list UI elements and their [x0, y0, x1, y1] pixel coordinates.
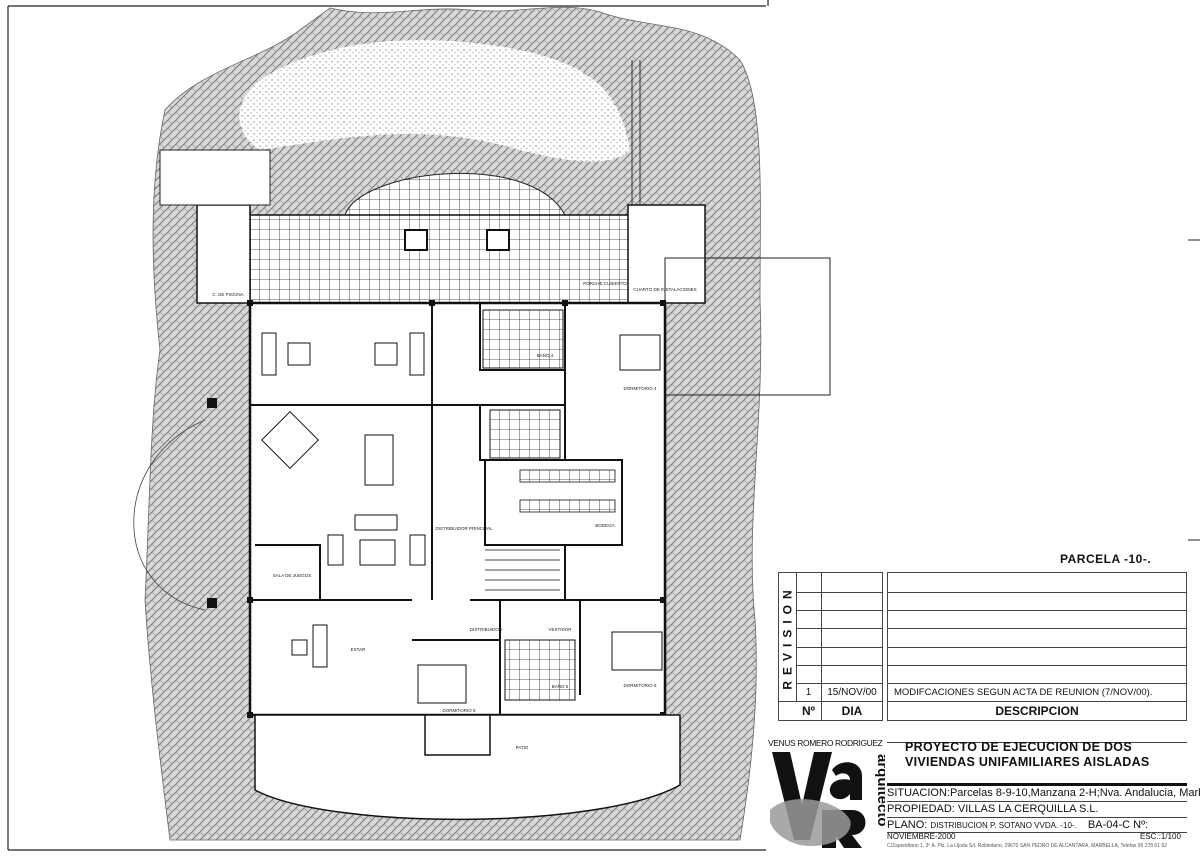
drawing-scale: ESC.:1/100: [1140, 832, 1181, 841]
project-title: PROYECTO DE EJECUCION DE DOS VIVIENDAS U…: [905, 740, 1150, 769]
svg-text:arquitecto: arquitecto: [874, 754, 885, 827]
architect-logo: arquitecto: [770, 752, 885, 848]
propiedad: PROPIEDAD: VILLAS LA CERQUILLA S.L.: [887, 803, 1099, 815]
bath-4-floor: [482, 309, 564, 369]
room-label: BAÑO 5: [552, 683, 569, 689]
room-label: PORCHE CUBIERTO: [583, 281, 627, 286]
drawing-date: NOVIEMBRE-2000: [887, 832, 956, 841]
room-label: VESTIDOR: [548, 627, 572, 632]
installations-room: [627, 204, 706, 304]
header-number: Nº: [801, 704, 816, 718]
room-label: DISTRIBUIDOR PRINCIPAL: [436, 526, 493, 531]
sheet-edge-marks: [1188, 239, 1200, 541]
dome-terrace: [344, 172, 566, 216]
furniture: [261, 332, 663, 704]
bath-5-floor: [504, 639, 576, 701]
situacion: SITUACION:Parcelas 8-9-10,Manzana 2-H;Nv…: [887, 787, 1200, 799]
patio: [254, 714, 681, 821]
room-label: BAÑO 4: [537, 352, 554, 358]
room-label: DORMITORIO 4: [624, 386, 657, 391]
revision-side-title: REVISION: [779, 573, 797, 701]
room-label: PATIO: [516, 745, 529, 750]
room-label: DORMITORIO 6: [624, 683, 657, 688]
garden-area: [239, 40, 630, 162]
architect-address: C/Zaporidtano 1, 3º A. Pls. La Lljoda S/…: [887, 843, 1167, 849]
sheet-frame: [7, 0, 769, 851]
revision-number: 1: [805, 686, 812, 698]
parcel-title: PARCELA -10-.: [1060, 552, 1152, 566]
room-label: DORMITORIO 5: [443, 708, 476, 713]
room-label: DISTRIBUIDOR: [470, 627, 503, 632]
header-date: DIA: [841, 704, 863, 718]
revision-date: 15/NOV/00: [827, 686, 877, 698]
pool-room: [196, 204, 251, 304]
porch-terrace: [249, 214, 631, 304]
interior-walls: [250, 303, 665, 715]
revision-number-date-table: REVISION 1 15/NOV/00 Nº DIA: [778, 572, 883, 721]
room-label: CUARTO DE INSTALACIONES: [633, 287, 696, 292]
revision-description-table: MODIFCACIONES SEGUN ACTA DE REUNION (7/N…: [887, 572, 1187, 721]
architect-name: VENUS ROMERO RODRIGUEZ: [768, 738, 883, 748]
room-label: SALA DE JUEGOS: [273, 573, 312, 578]
room-label: C. DE PISCINA: [212, 292, 243, 297]
room-label: BODEGA: [595, 523, 614, 528]
room-label: ESTAR: [351, 647, 366, 652]
room-labels: C. DE PISCINA CUARTO DE INSTALACIONES PO…: [212, 281, 696, 750]
revision-description: MODIFCACIONES SEGUN ACTA DE REUNION (7/N…: [894, 686, 1153, 698]
stairs: [485, 469, 616, 591]
header-description: DESCRIPCION: [995, 704, 1079, 718]
plano: PLANO: DISTRIBUCION P. SOTANO VVDA. -10-…: [887, 819, 1149, 831]
